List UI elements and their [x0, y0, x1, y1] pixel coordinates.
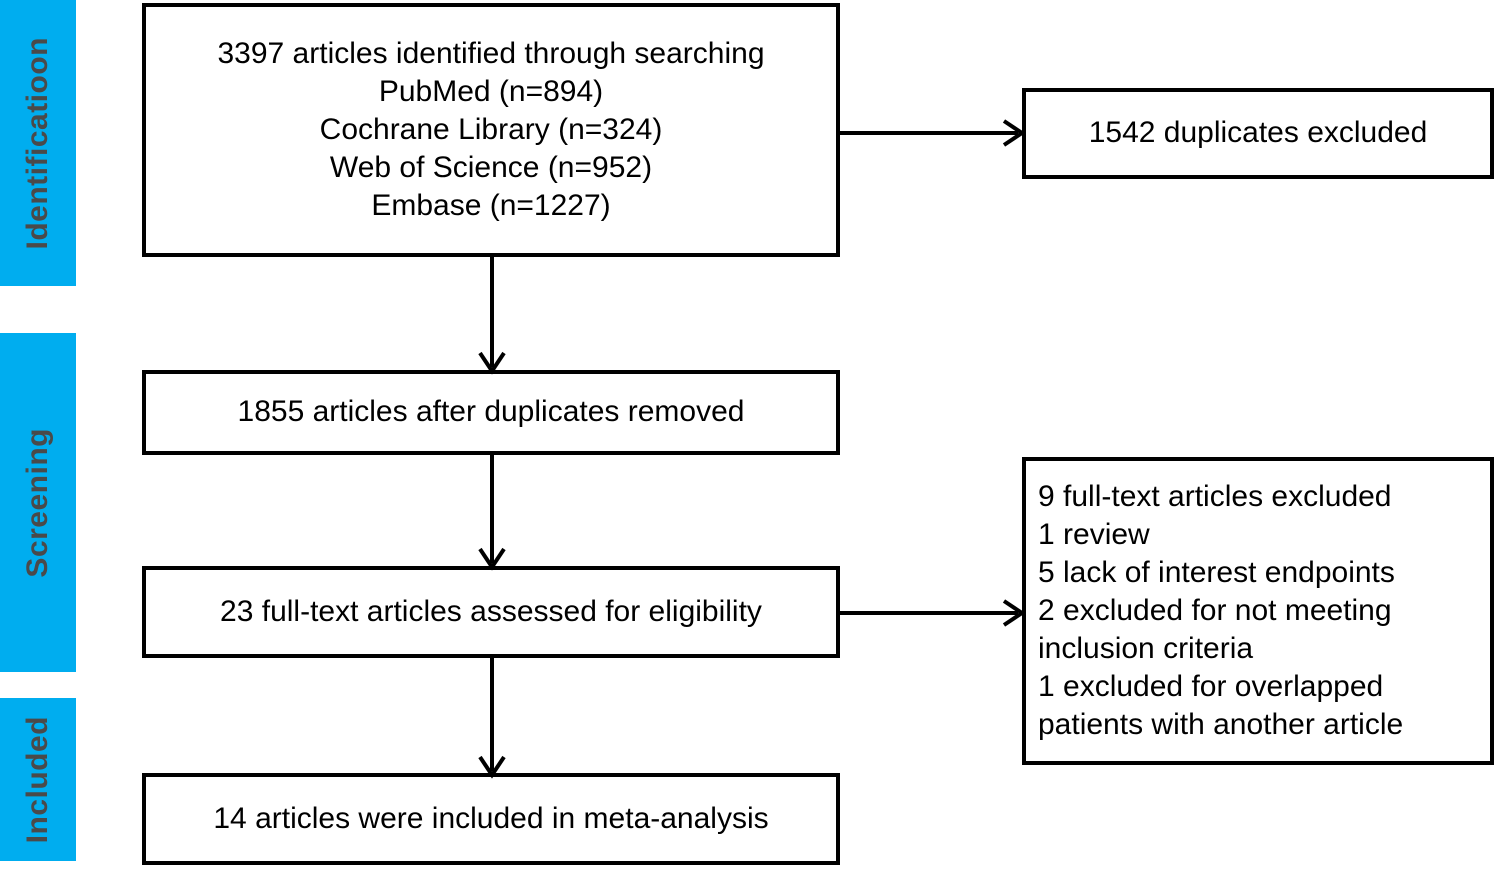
box-full-text-assessed: 23 full-text articles assessed for eligi…: [142, 566, 840, 658]
connector-after-duplicates-to-full-text: [475, 453, 509, 571]
box-records-identified: 3397 articles identified through searchi…: [142, 3, 840, 257]
box-records-identified-text: 3397 articles identified through searchi…: [217, 36, 765, 223]
box-included-in-meta-analysis: 14 articles were included in meta-analys…: [142, 773, 840, 865]
connector-identified-to-duplicates-excluded: [838, 118, 1028, 148]
connector-identified-to-after-duplicates: [475, 255, 509, 375]
box-records-after-duplicates: 1855 articles after duplicates removed: [142, 370, 840, 455]
box-included-in-meta-analysis-text: 14 articles were included in meta-analys…: [213, 801, 769, 835]
box-full-text-excluded-text: 9 full-text articles excluded 1 review 5…: [1038, 479, 1404, 742]
box-full-text-excluded: 9 full-text articles excluded 1 review 5…: [1022, 457, 1494, 765]
box-duplicates-excluded: 1542 duplicates excluded: [1022, 88, 1494, 179]
stage-label-included: Included: [21, 715, 54, 844]
stage-label-identification: Identificatioon: [21, 36, 54, 250]
stage-bar-included: Included: [0, 698, 76, 861]
stage-bar-screening: Screening: [0, 333, 76, 672]
stage-label-screening: Screening: [21, 427, 54, 578]
box-records-after-duplicates-text: 1855 articles after duplicates removed: [237, 395, 745, 429]
box-full-text-assessed-text: 23 full-text articles assessed for eligi…: [220, 594, 762, 628]
connector-full-text-to-included: [475, 656, 509, 779]
stage-bar-identification: Identificatioon: [0, 0, 76, 286]
connector-full-text-to-excluded: [838, 598, 1028, 628]
box-duplicates-excluded-text: 1542 duplicates excluded: [1088, 116, 1428, 150]
